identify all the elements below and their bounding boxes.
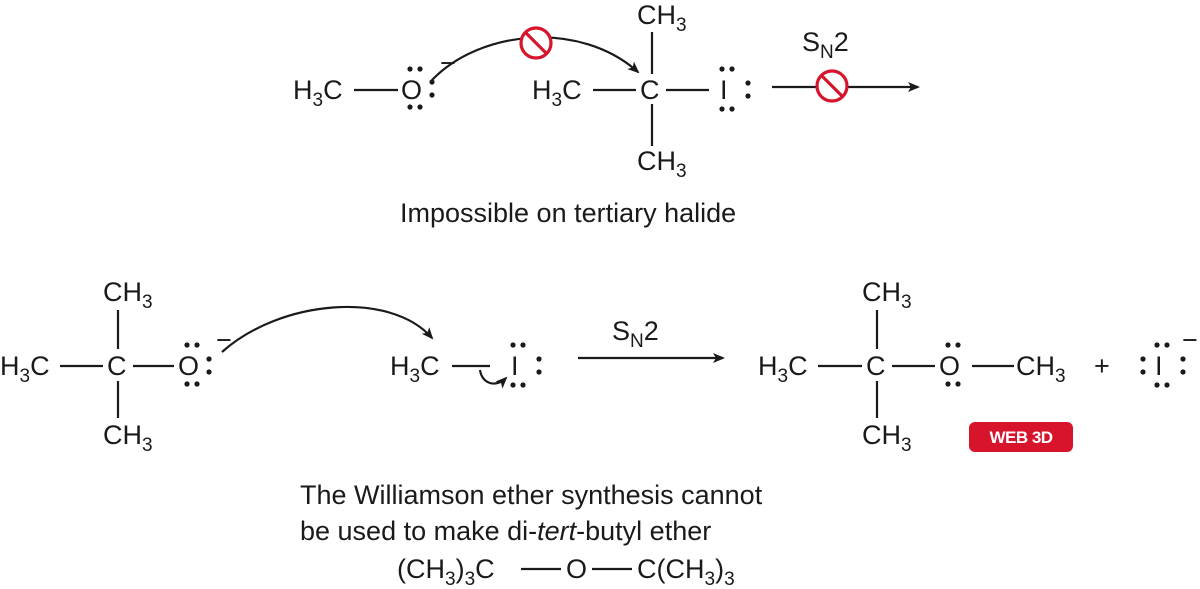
central-carbon: C — [640, 75, 660, 105]
tert-butyl-iodide: CH3 H3C C CH3 I — [532, 0, 751, 182]
lone-pairs — [945, 342, 961, 387]
central-carbon: C — [866, 351, 886, 381]
iodine-atom: I — [511, 351, 519, 381]
web-3d-badge[interactable]: WEB 3D — [969, 422, 1073, 452]
methoxide-nucleophile: H3C O − — [293, 48, 456, 111]
central-carbon: C — [107, 351, 127, 381]
tert-butoxide-nucleophile: CH3 H3C C CH3 O − — [0, 277, 232, 456]
negative-charge: − — [1182, 325, 1198, 355]
ether-formula: (CH3)3C O C(CH3)3 — [397, 554, 735, 589]
methyl-iodide: H3C I — [390, 342, 542, 389]
methyl-right: CH3 — [1016, 351, 1066, 387]
top-reaction: H3C O − CH3 H3C C CH3 I — [293, 0, 920, 228]
methyl-left: H3C — [532, 75, 582, 111]
methyl-top: CH3 — [637, 0, 687, 36]
methyl-left: H3C — [758, 351, 808, 387]
iodine-atom: I — [1155, 351, 1163, 381]
no-entry-icon — [815, 69, 849, 103]
bottom-caption: The Williamson ether synthesis cannot be… — [300, 480, 763, 589]
iodine-atom: I — [720, 75, 728, 105]
no-entry-icon — [519, 26, 553, 60]
caption-line-1: The Williamson ether synthesis cannot — [300, 480, 763, 510]
methyl-left: H3C — [0, 351, 50, 387]
methyl-group: H3C — [293, 75, 343, 111]
methyl-bottom: CH3 — [103, 420, 153, 456]
methyl-top: CH3 — [862, 277, 912, 313]
formula-right-group: C(CH3)3 — [637, 554, 735, 589]
top-caption: Impossible on tertiary halide — [400, 198, 736, 228]
methyl-group: H3C — [390, 351, 440, 387]
sn2-label: SN2 — [612, 316, 659, 352]
methyl-top: CH3 — [103, 277, 153, 313]
lone-pairs — [407, 66, 435, 110]
oxygen-atom: O — [939, 351, 960, 381]
tert-butyl-methyl-ether: CH3 H3C C CH3 O CH3 — [758, 277, 1066, 456]
iodide-ion: I − — [1140, 325, 1198, 388]
attack-arrow — [221, 305, 434, 353]
methyl-bottom: CH3 — [637, 146, 687, 182]
curved-arrow — [478, 369, 508, 389]
methyl-bottom: CH3 — [862, 420, 912, 456]
lone-pairs — [184, 342, 212, 387]
lone-pairs — [510, 342, 542, 388]
web-3d-badge-label: WEB 3D — [989, 428, 1052, 447]
oxygen-atom: O — [178, 351, 199, 381]
lone-pairs — [719, 66, 751, 112]
plus-sign: + — [1094, 351, 1110, 381]
sn2-label: SN2 — [802, 27, 849, 63]
caption-line-2: be used to make di-tert-butyl ether — [300, 516, 711, 546]
formula-left-group: (CH3)3C — [397, 554, 495, 589]
formula-oxygen: O — [566, 554, 587, 584]
lone-pairs — [1140, 342, 1186, 388]
bottom-reaction: CH3 H3C C CH3 O − H3C I — [0, 277, 1198, 456]
oxygen-atom: O — [401, 75, 422, 105]
